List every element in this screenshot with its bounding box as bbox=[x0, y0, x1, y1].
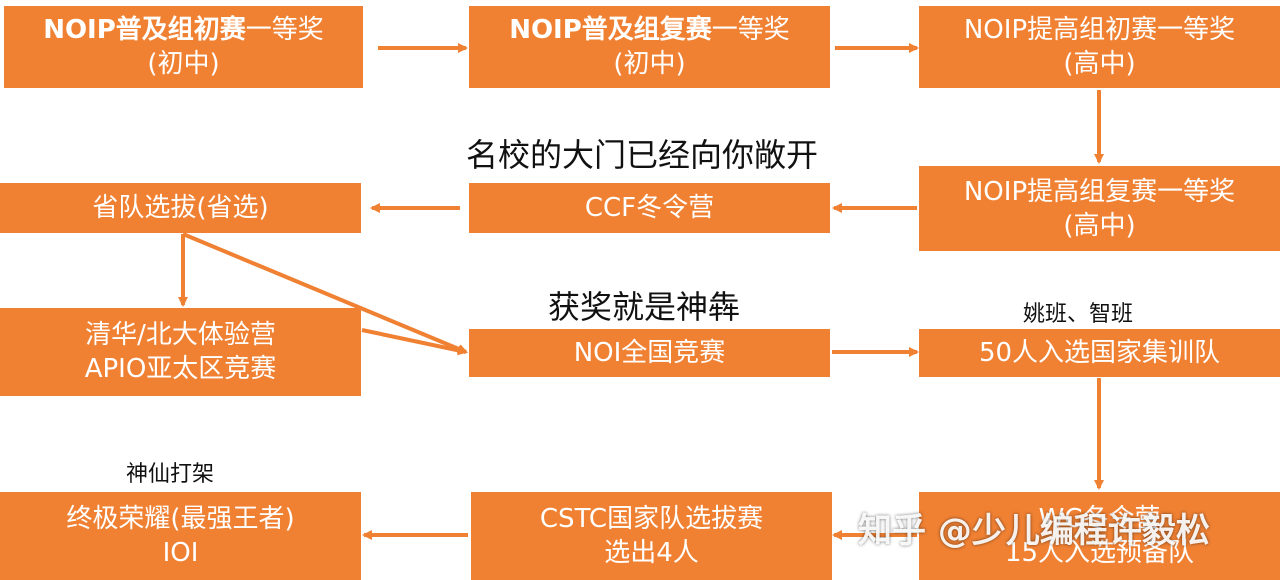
box-provincial-selection: 省队选拔(省选) bbox=[0, 183, 361, 233]
note-gods-fight: 神仙打架 bbox=[126, 462, 215, 487]
box-text-line2: 选出4人 bbox=[604, 538, 699, 568]
box-text: WC冬令营 bbox=[1038, 504, 1161, 534]
box-text: 省队选拔(省选) bbox=[92, 193, 269, 223]
box-text: NOIP提高组复赛一等奖 bbox=[963, 176, 1236, 207]
box-text-bold: NOIP普及组复赛 bbox=[509, 15, 712, 45]
arrow-b6-b8 bbox=[182, 232, 468, 354]
box-noip-junior-final: NOIP普及组复赛一等奖 (初中) bbox=[469, 6, 830, 88]
note-award-god: 获奖就是神犇 bbox=[548, 288, 741, 326]
arrow-b7-b8 bbox=[361, 328, 468, 356]
box-text-line2: APIO亚太区竞赛 bbox=[84, 354, 277, 384]
box-text: 50人入选国家集训队 bbox=[978, 338, 1221, 368]
box-text: CSTC国家队选拔赛 bbox=[539, 504, 764, 534]
box-noip-senior-prelim: NOIP提高组初赛一等奖 (高中) bbox=[919, 6, 1280, 88]
box-text-line2: (初中) bbox=[613, 49, 686, 79]
box-text: NOIP提高组初赛一等奖 bbox=[963, 15, 1236, 45]
box-tsinghua-pku-apio: 清华/北大体验营 APIO亚太区竞赛 bbox=[0, 308, 361, 396]
box-ioi: 终极荣耀(最强王者) IOI bbox=[0, 492, 361, 580]
box-text-bold: NOIP普及组初赛 bbox=[43, 15, 246, 45]
box-text: NOI全国竞赛 bbox=[573, 338, 726, 368]
box-noip-senior-final: NOIP提高组复赛一等奖 (高中) bbox=[919, 166, 1280, 251]
box-text-line2: (高中) bbox=[1063, 49, 1136, 79]
box-wc-winter-camp: WC冬令营 15人入选预备队 bbox=[919, 492, 1280, 580]
box-text-line2: (初中) bbox=[147, 49, 220, 79]
box-noi-national: NOI全国竞赛 bbox=[469, 329, 830, 377]
box-ccf-winter-camp: CCF冬令营 bbox=[469, 183, 830, 233]
box-text: 一等奖 bbox=[711, 15, 790, 45]
box-text-line2: IOI bbox=[162, 538, 199, 568]
box-text: 一等奖 bbox=[245, 15, 324, 45]
box-text: 清华/北大体验营 bbox=[85, 320, 276, 350]
box-text: CCF冬令营 bbox=[584, 193, 715, 223]
box-noip-junior-prelim: NOIP普及组初赛一等奖 (初中) bbox=[4, 6, 363, 88]
watermark: 知乎 @少儿编程许毅松 bbox=[858, 511, 1210, 551]
note-yao-class: 姚班、智班 bbox=[1023, 302, 1134, 327]
box-cstc-selection: CSTC国家队选拔赛 选出4人 bbox=[471, 492, 832, 580]
box-text-line2: (高中) bbox=[1063, 210, 1136, 241]
box-text: 终极荣耀(最强王者) bbox=[66, 504, 295, 534]
box-text-line2: 15人入选预备队 bbox=[1004, 538, 1195, 568]
box-national-training-team: 50人入选国家集训队 bbox=[919, 329, 1280, 377]
note-famous-schools: 名校的大门已经向你敞开 bbox=[466, 136, 819, 174]
